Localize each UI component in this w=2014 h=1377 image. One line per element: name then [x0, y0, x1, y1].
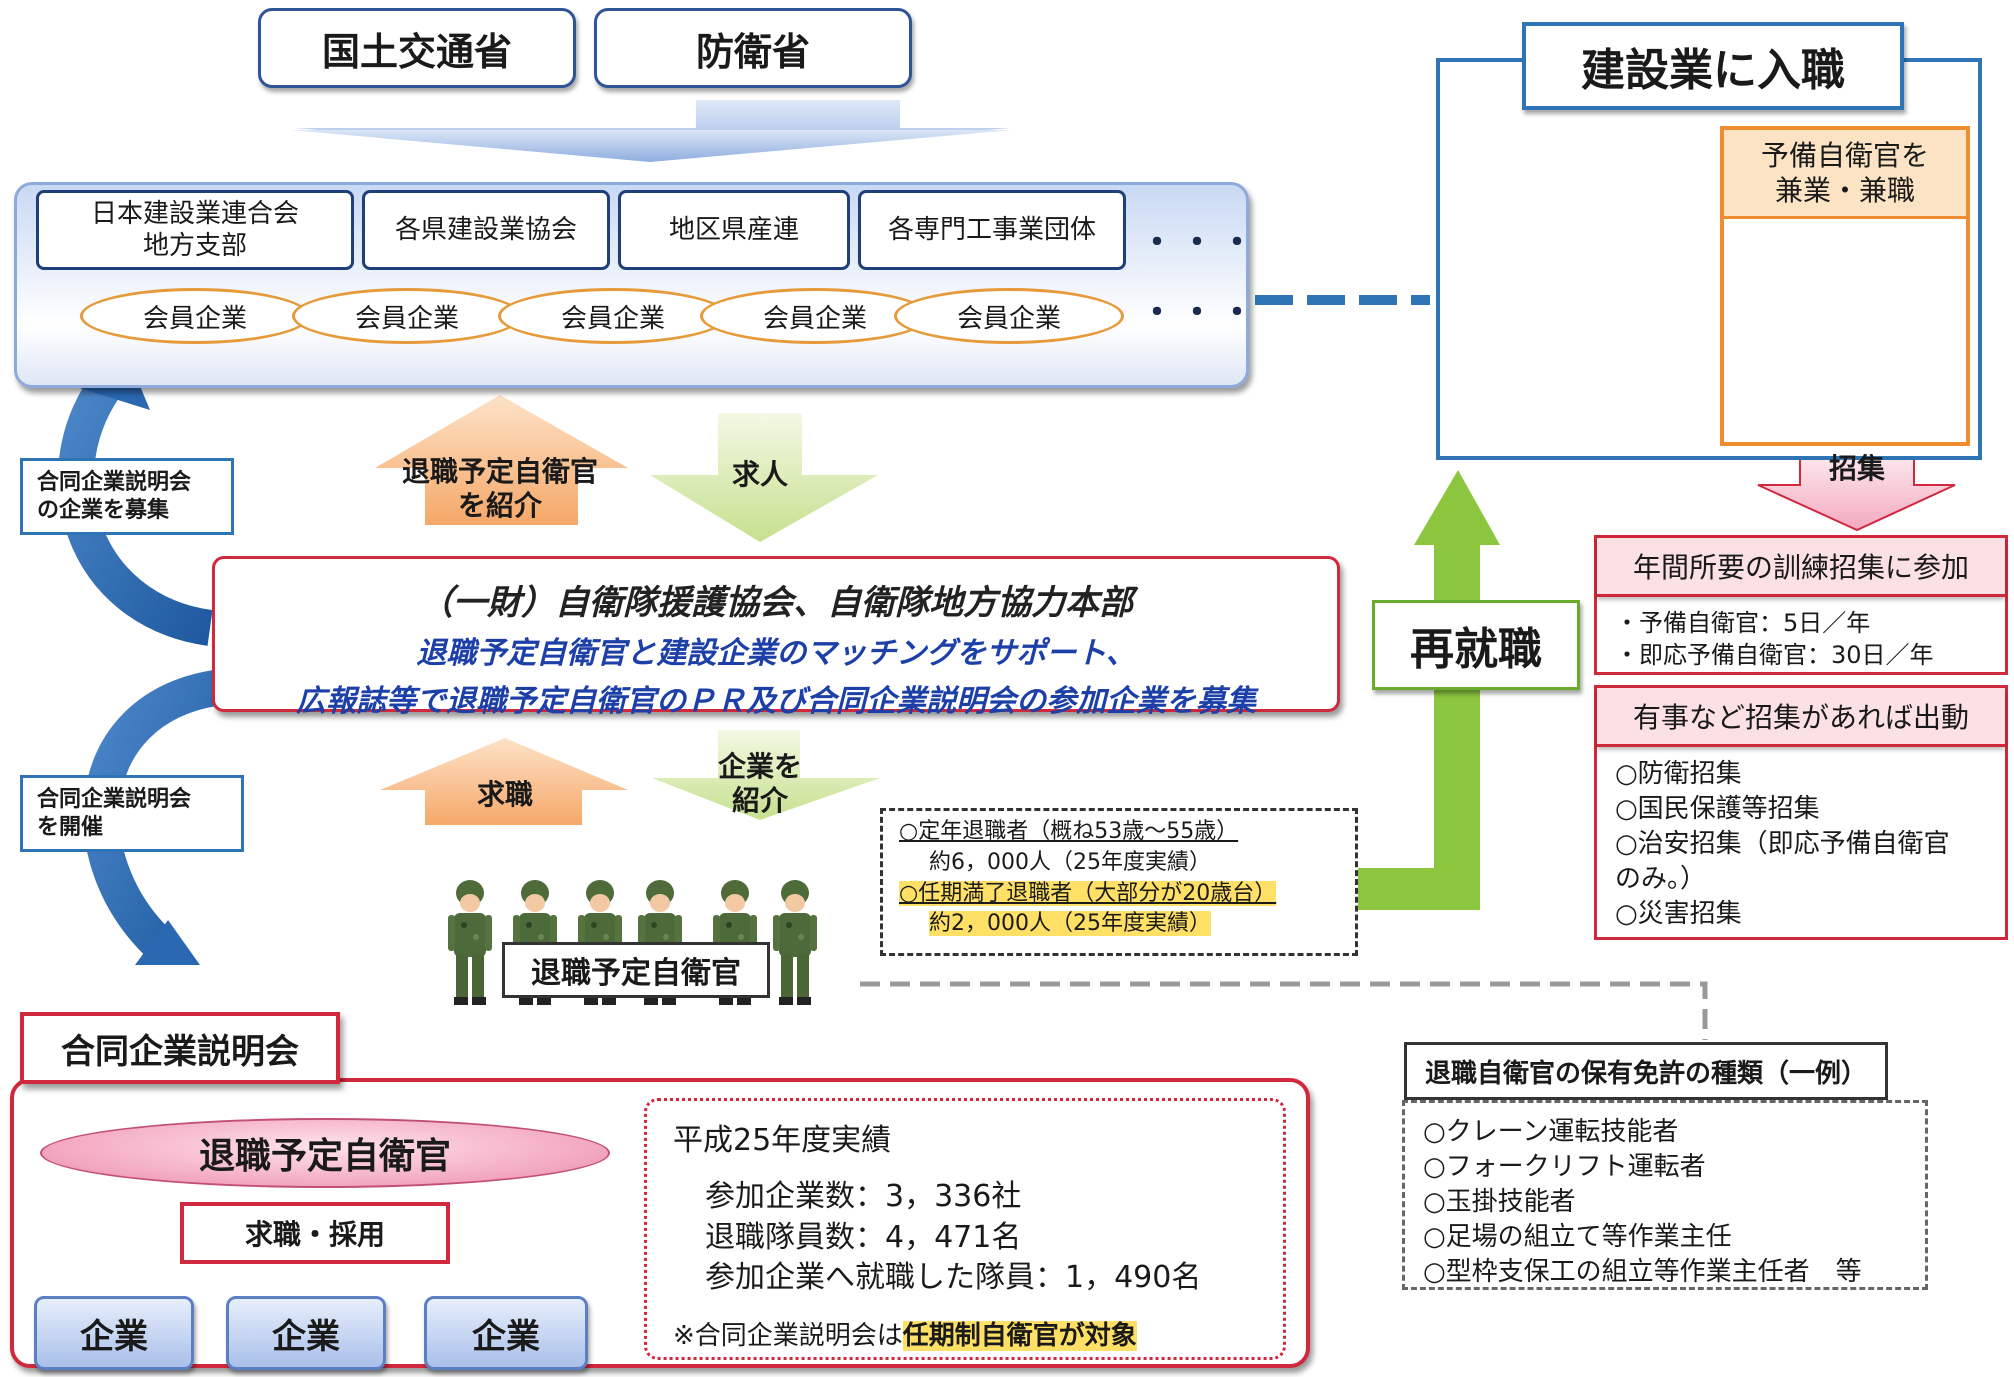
emergency-item: ○治安招集（即応予備自衛官 のみ。） [1615, 829, 1950, 895]
training-item: ・予備自衛官：5日／年 [1615, 609, 1871, 637]
license-connector [860, 981, 1708, 1040]
member-company: 会員企業 [292, 288, 522, 344]
fair-company-box: 企業 [34, 1296, 194, 1370]
support-organization-title: （一財）自衛隊援護協会、自衛隊地方協力本部 [419, 583, 1133, 623]
job-seek-label: 求職 [476, 778, 533, 811]
retiree-stats-line4: 約2，000人（25年度実績） [929, 911, 1211, 937]
license-item: ○フォークリフト運転者 [1423, 1152, 1706, 1183]
introduce-company-label: 企業を 紹介 [717, 750, 802, 817]
emergency-box: 有事など招集があれば出動 ○防衛招集 ○国民保護等招集 ○治安招集（即応予備自衛… [1594, 685, 2008, 940]
reserve-officer-title: 予備自衛官を 兼業・兼職 [1724, 130, 1966, 219]
member-company: 会員企業 [894, 288, 1124, 344]
license-item: ○足場の組立て等作業主任 [1423, 1222, 1732, 1253]
fair-hire-box: 求職・採用 [180, 1202, 450, 1264]
introduce-company-arrow [652, 730, 880, 820]
convocation-label: 招集 [1828, 452, 1885, 485]
support-description-line2: 広報誌等で退職予定自衛官のＰＲ及び合同企業説明会の参加企業を募集 [296, 684, 1256, 719]
fair-company-box: 企業 [424, 1296, 588, 1370]
org-box-nikkenren: 日本建設業連合会 地方支部 [36, 190, 354, 270]
member-company: 会員企業 [498, 288, 728, 344]
support-organization-box: （一財）自衛隊援護協会、自衛隊地方協力本部 退職予定自衛官と建設企業のマッチング… [212, 556, 1340, 719]
fair-retiree-ellipse: 退職予定自衛官 [40, 1118, 610, 1188]
license-item: ○クレーン運転技能者 [1423, 1117, 1679, 1147]
ministry-mod: 防衛省 [594, 8, 912, 88]
emergency-head: 有事など招集があれば出動 [1597, 688, 2005, 747]
results-note: ※合同企業説明会は [673, 1320, 903, 1351]
license-item: ○型枠支保工の組立等作業主任者 等 [1423, 1257, 1862, 1288]
emergency-item: ○国民保護等招集 [1615, 794, 1820, 825]
training-head: 年間所要の訓練招集に参加 [1597, 538, 2005, 597]
member-company: 会員企業 [700, 288, 930, 344]
results-title: 平成25年度実績 [673, 1123, 892, 1158]
introduce-retiree-label: 退職予定自衛官 を紹介 [401, 455, 598, 522]
fair-company-box: 企業 [226, 1296, 386, 1370]
emergency-item: ○防衛招集 [1615, 759, 1742, 789]
retiree-stats-line3: ○任期満了退職者（大部分が20歳台） [899, 880, 1277, 906]
license-item: ○玉掛技能者 [1423, 1187, 1576, 1218]
recruit-fair-companies-label: 合同企業説明会 の企業を募集 [20, 458, 234, 535]
ministry-arrow-head [290, 130, 1012, 162]
construction-entry-panel [1436, 58, 1982, 460]
job-offer-arrow [650, 413, 878, 542]
job-seek-arrow [380, 738, 628, 825]
member-company: 会員企業 [80, 288, 310, 344]
fair-results-box: 平成25年度実績 参加企業数：3，336社 退職隊員数：4，471名 参加企業へ… [644, 1098, 1286, 1360]
reserve-officer-box: 予備自衛官を 兼業・兼職 [1720, 126, 1970, 446]
results-retiring-members: 退職隊員数：4，471名 [705, 1219, 1022, 1255]
org-box-prefectural-association: 各県建設業協会 [362, 190, 610, 270]
hold-fair-label: 合同企業説明会 を開催 [20, 775, 244, 852]
license-title: 退職自衛官の保有免許の種類（一例） [1404, 1042, 1888, 1100]
ministry-mlit: 国土交通省 [258, 8, 576, 88]
org-box-specialist: 各専門工事業団体 [858, 190, 1126, 270]
license-box: ○クレーン運転技能者 ○フォークリフト運転者 ○玉掛技能者 ○足場の組立て等作業… [1402, 1100, 1928, 1290]
training-box: 年間所要の訓練招集に参加 ・予備自衛官：5日／年 ・即応予備自衛官：30日／年 [1594, 535, 2008, 675]
introduce-retiree-arrow [375, 395, 628, 525]
results-participating-companies: 参加企業数：3，336社 [705, 1179, 1022, 1214]
construction-entry-title: 建設業に入職 [1522, 22, 1904, 110]
support-description-line1: 退職予定自衛官と建設企業のマッチングをサポート、 [416, 636, 1136, 671]
results-note-highlight: 任期制自衛官が対象 [902, 1320, 1137, 1351]
curve-arrow-lower-head [135, 920, 200, 965]
member-ellipsis: ・・・ [1140, 293, 1260, 333]
retiree-stats-box: ○定年退職者（概ね53歳～55歳） 約6，000人（25年度実績） ○任期満了退… [880, 808, 1358, 956]
org-ellipsis: ・・・ [1140, 223, 1260, 263]
retiree-label: 退職予定自衛官 [502, 942, 770, 998]
retiree-stats-line2: 約6，000人（25年度実績） [929, 849, 1211, 875]
results-hired-members: 参加企業へ就職した隊員：1，490名 [705, 1260, 1202, 1295]
reemployment-label: 再就職 [1372, 600, 1580, 690]
org-box-district: 地区県産連 [618, 190, 850, 270]
job-offer-label: 求人 [731, 458, 788, 491]
retiree-stats-line1: ○定年退職者（概ね53歳～55歳） [899, 819, 1239, 844]
reemployment-arrow [1355, 470, 1500, 910]
job-fair-tab: 合同企業説明会 [20, 1012, 340, 1084]
emergency-item: ○災害招集 [1615, 899, 1742, 930]
training-item: ・即応予備自衛官：30日／年 [1615, 641, 1934, 670]
